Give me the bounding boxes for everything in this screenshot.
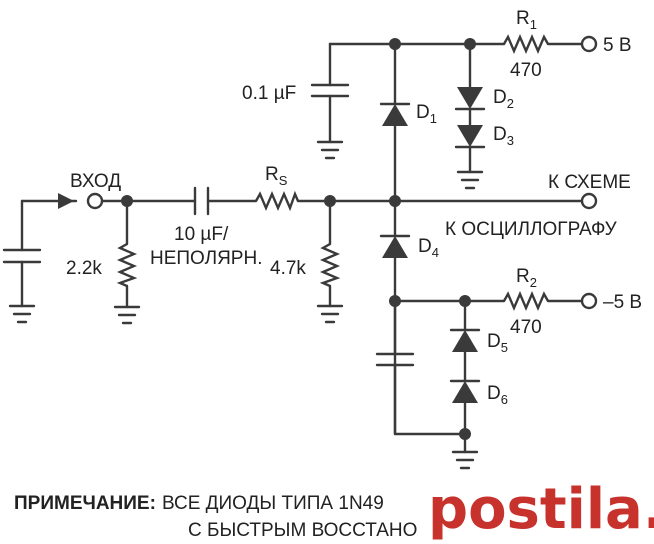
label-to-circuit: К СХЕМЕ [548, 172, 631, 193]
label-cap-input-value: 10 µF/ [174, 224, 229, 245]
ground-cap-top [316, 140, 344, 160]
label-d6: D6 [487, 383, 508, 407]
label-to-scope: К ОСЦИЛЛОГРАФУ [445, 219, 618, 240]
ground-source [8, 304, 36, 324]
label-d1: D1 [416, 102, 437, 126]
wires [20, 42, 584, 454]
capacitor-source [2, 248, 42, 264]
diode-d3 [454, 125, 486, 149]
ground-4k7 [316, 304, 344, 324]
ground-2k2 [113, 305, 141, 325]
diode-d5 [449, 328, 481, 352]
label-r-shunt: 4.7k [270, 258, 306, 279]
note-line1: ПРИМЕЧАНИЕ:ВСЕ ДИОДЫ ТИПА 1N49 [14, 493, 384, 514]
label-minus5: –5 В [603, 292, 642, 313]
label-rs: RS [265, 164, 288, 188]
resistor-rs [254, 190, 300, 212]
label-cap-top: 0.1 µF [242, 83, 296, 104]
label-r1-value: 470 [510, 60, 542, 81]
resistor-2k2 [116, 242, 138, 288]
diode-d6 [449, 379, 481, 403]
label-r2-value: 470 [510, 317, 542, 338]
terminal-minus5 [580, 292, 598, 310]
label-d5: D5 [487, 331, 508, 355]
label-d2: D2 [493, 87, 514, 111]
label-r2: R2 [516, 266, 537, 290]
terminal-plus5 [580, 35, 598, 53]
label-cap-input-type: НЕПОЛЯРН. [150, 248, 262, 269]
capacitor-input [193, 186, 210, 216]
label-plus5: 5 В [603, 35, 632, 56]
watermark-logo: postila.ru [428, 477, 654, 542]
resistor-4k7 [319, 242, 341, 288]
input-arrow [58, 193, 74, 209]
label-r1: R1 [516, 8, 537, 32]
label-input: ВХОД [70, 171, 121, 192]
resistor-r1 [502, 33, 550, 55]
capacitor-lower [375, 352, 415, 436]
label-d4: D4 [418, 236, 439, 260]
diode-d1 [379, 102, 411, 126]
capacitor-top [310, 83, 350, 98]
diode-d2 [454, 87, 486, 111]
note-line2: С БЫСТРЫМ ВОССТАНО [188, 520, 417, 541]
resistor-r2 [502, 290, 550, 312]
ground-d3 [456, 170, 484, 190]
label-d3: D3 [493, 124, 514, 148]
diode-d4 [379, 234, 411, 258]
terminal-input [86, 192, 104, 210]
ground-lower [451, 450, 479, 470]
watermark-backdrop [424, 476, 654, 544]
terminal-to-circuit [580, 192, 598, 210]
label-r-input: 2.2k [66, 258, 102, 279]
junction-dots [121, 38, 476, 440]
